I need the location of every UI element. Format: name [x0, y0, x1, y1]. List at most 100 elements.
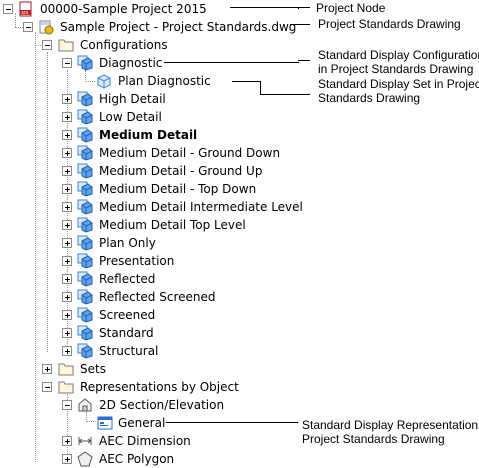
display-set-icon: [97, 74, 111, 89]
expand-toggle[interactable]: [62, 310, 72, 320]
configuration-item-label: Reflected Screened: [99, 290, 216, 304]
configuration-item-label: Low Detail: [99, 110, 162, 124]
collapse-toggle[interactable]: [62, 400, 72, 410]
display-configuration-icon: [77, 307, 93, 323]
drawing-icon: [39, 20, 54, 35]
callout-display-set: Standard Display Set in Project Standard…: [318, 77, 479, 105]
expand-toggle[interactable]: [62, 274, 72, 284]
expand-toggle[interactable]: [62, 148, 72, 158]
aec-dimension-label: AEC Dimension: [99, 434, 191, 448]
configuration-item-label: Diagnostic: [99, 56, 163, 70]
collapse-toggle[interactable]: [23, 22, 33, 32]
leader-line: [164, 62, 298, 63]
display-configuration-icon: [77, 163, 93, 179]
tree-line: [15, 13, 16, 27]
configuration-item-label: Presentation: [99, 254, 175, 268]
tree-line: [86, 412, 87, 422]
polygon-icon: [77, 451, 93, 467]
configuration-item-label: Plan Only: [99, 236, 156, 250]
expand-toggle[interactable]: [62, 130, 72, 140]
folder-icon: [58, 39, 74, 52]
configuration-item-label: Medium Detail Top Level: [99, 218, 246, 232]
collapse-toggle[interactable]: [62, 58, 72, 68]
tree-line: [35, 32, 36, 46]
display-configuration-icon: [77, 199, 93, 215]
svg-text:APJ: APJ: [21, 11, 28, 17]
collapse-toggle[interactable]: [42, 382, 52, 392]
display-configuration-icon: [77, 253, 93, 269]
dimension-icon: [78, 437, 92, 445]
section-elevation-label: 2D Section/Elevation: [99, 398, 225, 412]
display-configuration-icon: [77, 55, 93, 71]
expand-toggle[interactable]: [62, 346, 72, 356]
callout-display-representation: Standard Display Representation in Proje…: [302, 418, 479, 446]
folder-icon: [58, 381, 74, 394]
tree-line: [85, 70, 86, 82]
leader-line: [298, 62, 299, 63]
leader-line: [260, 94, 310, 95]
drawing-label: Sample Project - Project Standards.dwg: [60, 20, 297, 34]
expand-toggle[interactable]: [62, 166, 72, 176]
sets-label: Sets: [80, 362, 106, 376]
configuration-item-label: Medium Detail - Ground Up: [99, 164, 263, 178]
configuration-item-label: Medium Detail: [99, 128, 198, 142]
tree-line: [15, 27, 23, 28]
expand-toggle[interactable]: [62, 256, 72, 266]
aec-polygon-label: AEC Polygon: [99, 452, 175, 466]
tree-line: [86, 421, 96, 422]
leader-line: [298, 7, 310, 8]
expand-toggle[interactable]: [62, 112, 72, 122]
display-configuration-icon: [77, 235, 93, 251]
leader-line: [232, 81, 260, 82]
folder-icon: [58, 363, 74, 376]
callout-display-configuration: Standard Display Configuration in Projec…: [318, 48, 479, 76]
expand-toggle[interactable]: [62, 220, 72, 230]
display-configuration-icon: [77, 145, 93, 161]
leader-line: [298, 60, 310, 61]
representations-label: Representations by Object: [80, 380, 239, 394]
configuration-item-label: Screened: [99, 308, 156, 322]
display-configuration-icon: [77, 343, 93, 359]
leader-line: [290, 24, 310, 25]
expand-toggle[interactable]: [62, 436, 72, 446]
project-icon: APJ: [19, 1, 32, 17]
display-configuration-icon: [77, 91, 93, 107]
leader-line: [298, 7, 299, 9]
display-configuration-icon: [77, 289, 93, 305]
tree-line: [47, 52, 48, 352]
callout-project-node: Project Node: [316, 1, 386, 15]
display-configuration-icon: [77, 217, 93, 233]
tree-line: [67, 394, 68, 462]
configurations-label: Configurations: [80, 38, 168, 52]
expand-toggle[interactable]: [62, 238, 72, 248]
tree-line: [35, 45, 36, 462]
display-configuration-icon: [77, 325, 93, 341]
display-configuration-icon: [77, 271, 93, 287]
display-configuration-icon: [77, 127, 93, 143]
collapse-toggle[interactable]: [42, 40, 52, 50]
expand-toggle[interactable]: [62, 202, 72, 212]
display-representation-icon: [97, 416, 113, 430]
expand-toggle[interactable]: [62, 454, 72, 464]
expand-toggle[interactable]: [62, 184, 72, 194]
display-configuration-icon: [77, 109, 93, 125]
display-configuration-icon: [77, 181, 93, 197]
plan-diagnostic-label: Plan Diagnostic: [118, 74, 211, 88]
configuration-item-label: Standard: [99, 326, 154, 340]
configuration-item-label: Medium Detail - Top Down: [99, 182, 257, 196]
expand-toggle[interactable]: [42, 364, 52, 374]
expand-toggle[interactable]: [62, 292, 72, 302]
leader-line: [166, 422, 298, 423]
expand-toggle[interactable]: [62, 328, 72, 338]
tree-line: [35, 45, 43, 46]
collapse-toggle[interactable]: [3, 4, 13, 14]
configuration-item-label: Medium Detail Intermediate Level: [99, 200, 303, 214]
leader-line: [260, 81, 261, 94]
expand-toggle[interactable]: [62, 94, 72, 104]
tree-line: [85, 81, 95, 82]
callout-standards-drawing: Project Standards Drawing: [318, 17, 461, 31]
configuration-item-label: Reflected: [99, 272, 156, 286]
section-elevation-icon: [78, 398, 92, 412]
general-label: General: [118, 416, 166, 430]
configuration-item-label: High Detail: [99, 92, 166, 106]
